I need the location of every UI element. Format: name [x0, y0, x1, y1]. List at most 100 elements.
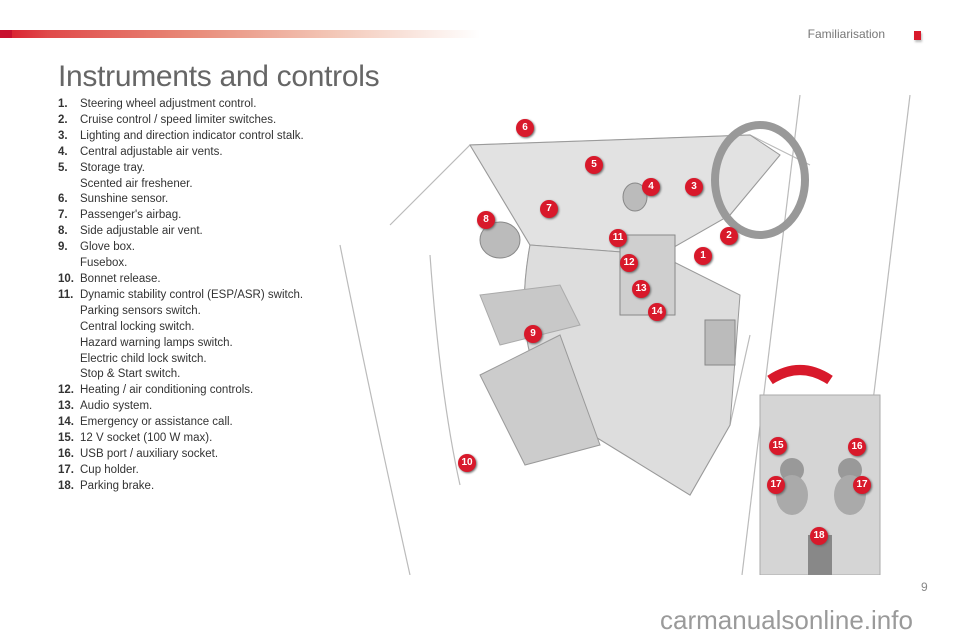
item-number: 7. — [58, 209, 68, 222]
item-text: Central locking switch. — [80, 320, 195, 333]
list-item: Hazard warning lamps switch. — [58, 336, 308, 352]
list-item: 6. Sunshine sensor. — [58, 192, 308, 208]
page-title: Instruments and controls — [58, 60, 380, 93]
callout-badge: 17 — [767, 476, 785, 494]
list-item: 7. Passenger's airbag. — [58, 208, 308, 224]
list-item: 17. Cup holder. — [58, 463, 308, 479]
item-number: 3. — [58, 129, 68, 142]
list-item: 14. Emergency or assistance call. — [58, 415, 308, 431]
list-item: Fusebox. — [58, 256, 308, 272]
item-text: Parking sensors switch. — [80, 304, 201, 317]
list-item: 1. Steering wheel adjustment control. — [58, 97, 308, 113]
callout-badge: 16 — [848, 438, 866, 456]
callout-badge: 10 — [458, 454, 476, 472]
callout-badge: 6 — [516, 119, 534, 137]
item-number: 5. — [58, 161, 68, 174]
item-number: 11. — [58, 288, 74, 301]
item-number: 1. — [58, 98, 68, 110]
item-text: Stop & Start switch. — [80, 368, 181, 381]
item-text: Heating / air conditioning controls. — [80, 384, 254, 397]
item-text: Storage tray. — [80, 161, 145, 174]
list-item: 12. Heating / air conditioning controls. — [58, 383, 308, 399]
list-item: 4. Central adjustable air vents. — [58, 145, 308, 161]
item-text: Cup holder. — [80, 463, 139, 476]
callout-badge: 15 — [769, 437, 787, 455]
controls-list: 1. Steering wheel adjustment control. 2. Cr… — [58, 97, 308, 495]
item-text: Audio system. — [80, 400, 153, 413]
page-number: 9 — [921, 580, 928, 594]
section-marker — [914, 31, 921, 40]
callout-badge: 9 — [524, 325, 542, 343]
item-number: 14. — [58, 416, 74, 429]
item-number: 9. — [58, 241, 68, 254]
item-number: 18. — [58, 479, 74, 492]
list-item: 11. Dynamic stability control (ESP/ASR) s… — [58, 288, 308, 304]
list-item: 16. USB port / auxiliary socket. — [58, 447, 308, 463]
callout-badge: 11 — [609, 229, 627, 247]
item-number: 10. — [58, 272, 74, 285]
callout-badge: 4 — [642, 178, 660, 196]
item-text: Dynamic stability control (ESP/ASR) swit… — [80, 288, 304, 301]
callout-badge: 2 — [720, 227, 738, 245]
item-text: Central adjustable air vents. — [80, 145, 223, 158]
item-number: 8. — [58, 225, 68, 238]
list-item: Electric child lock switch. — [58, 352, 308, 368]
item-number — [58, 367, 80, 383]
item-number: 6. — [58, 193, 68, 206]
list-item: 18. Parking brake. — [58, 479, 308, 495]
callout-badge: 12 — [620, 254, 638, 272]
header-gradient-bar — [0, 30, 480, 38]
item-text: Glove box. — [80, 241, 135, 254]
item-text: Cruise control / speed limiter switches. — [80, 113, 277, 126]
item-text: Emergency or assistance call. — [80, 416, 233, 429]
callout-badge: 7 — [540, 200, 558, 218]
callout-badge: 5 — [585, 156, 603, 174]
list-item: 2. Cruise control / speed limiter switche… — [58, 113, 308, 129]
item-text: Bonnet release. — [80, 272, 161, 285]
item-text: Scented air freshener. — [80, 177, 193, 190]
item-number — [58, 336, 80, 352]
callout-badge: 18 — [810, 527, 828, 545]
watermark: carmanualsonline.info — [660, 605, 913, 635]
item-number: 15. — [58, 432, 74, 445]
item-number: 17. — [58, 463, 74, 476]
item-number — [58, 304, 80, 320]
callout-badge: 14 — [648, 303, 666, 321]
header-bar-tip — [0, 30, 12, 38]
item-number: 2. — [58, 113, 68, 126]
item-number — [58, 320, 80, 336]
item-text: Steering wheel adjustment control. — [80, 98, 257, 110]
section-label: Familiarisation — [807, 27, 885, 41]
item-number: 12. — [58, 384, 74, 397]
callout-badge: 17 — [853, 476, 871, 494]
list-item: 5. Storage tray. — [58, 161, 308, 177]
list-item: 15. 12 V socket (100 W max). — [58, 431, 308, 447]
item-text: Sunshine sensor. — [80, 193, 169, 206]
list-item: 3. Lighting and direction indicator contr… — [58, 129, 308, 145]
list-item: Central locking switch. — [58, 320, 308, 336]
item-text: 12 V socket (100 W max). — [80, 432, 213, 445]
item-text: Hazard warning lamps switch. — [80, 336, 233, 349]
item-number: 16. — [58, 447, 74, 460]
item-text: Lighting and direction indicator control… — [80, 129, 304, 142]
list-item: 13. Audio system. — [58, 399, 308, 415]
item-text: Passenger's airbag. — [80, 209, 182, 222]
item-number: 13. — [58, 400, 74, 413]
dashboard-illustration — [339, 95, 911, 575]
item-text: Parking brake. — [80, 479, 155, 492]
item-text: Electric child lock switch. — [80, 352, 207, 365]
item-text: USB port / auxiliary socket. — [80, 447, 219, 460]
list-item: 10. Bonnet release. — [58, 272, 308, 288]
list-item: Stop & Start switch. — [58, 367, 308, 383]
item-text: Side adjustable air vent. — [80, 225, 203, 238]
list-item: Parking sensors switch. — [58, 304, 308, 320]
item-number — [58, 177, 80, 193]
item-number — [58, 256, 80, 272]
item-number — [58, 352, 80, 368]
list-item: 9. Glove box. — [58, 240, 308, 256]
list-item: Scented air freshener. — [58, 177, 308, 193]
item-number: 4. — [58, 145, 68, 158]
list-item: 8. Side adjustable air vent. — [58, 224, 308, 240]
callout-badge: 8 — [477, 211, 495, 229]
